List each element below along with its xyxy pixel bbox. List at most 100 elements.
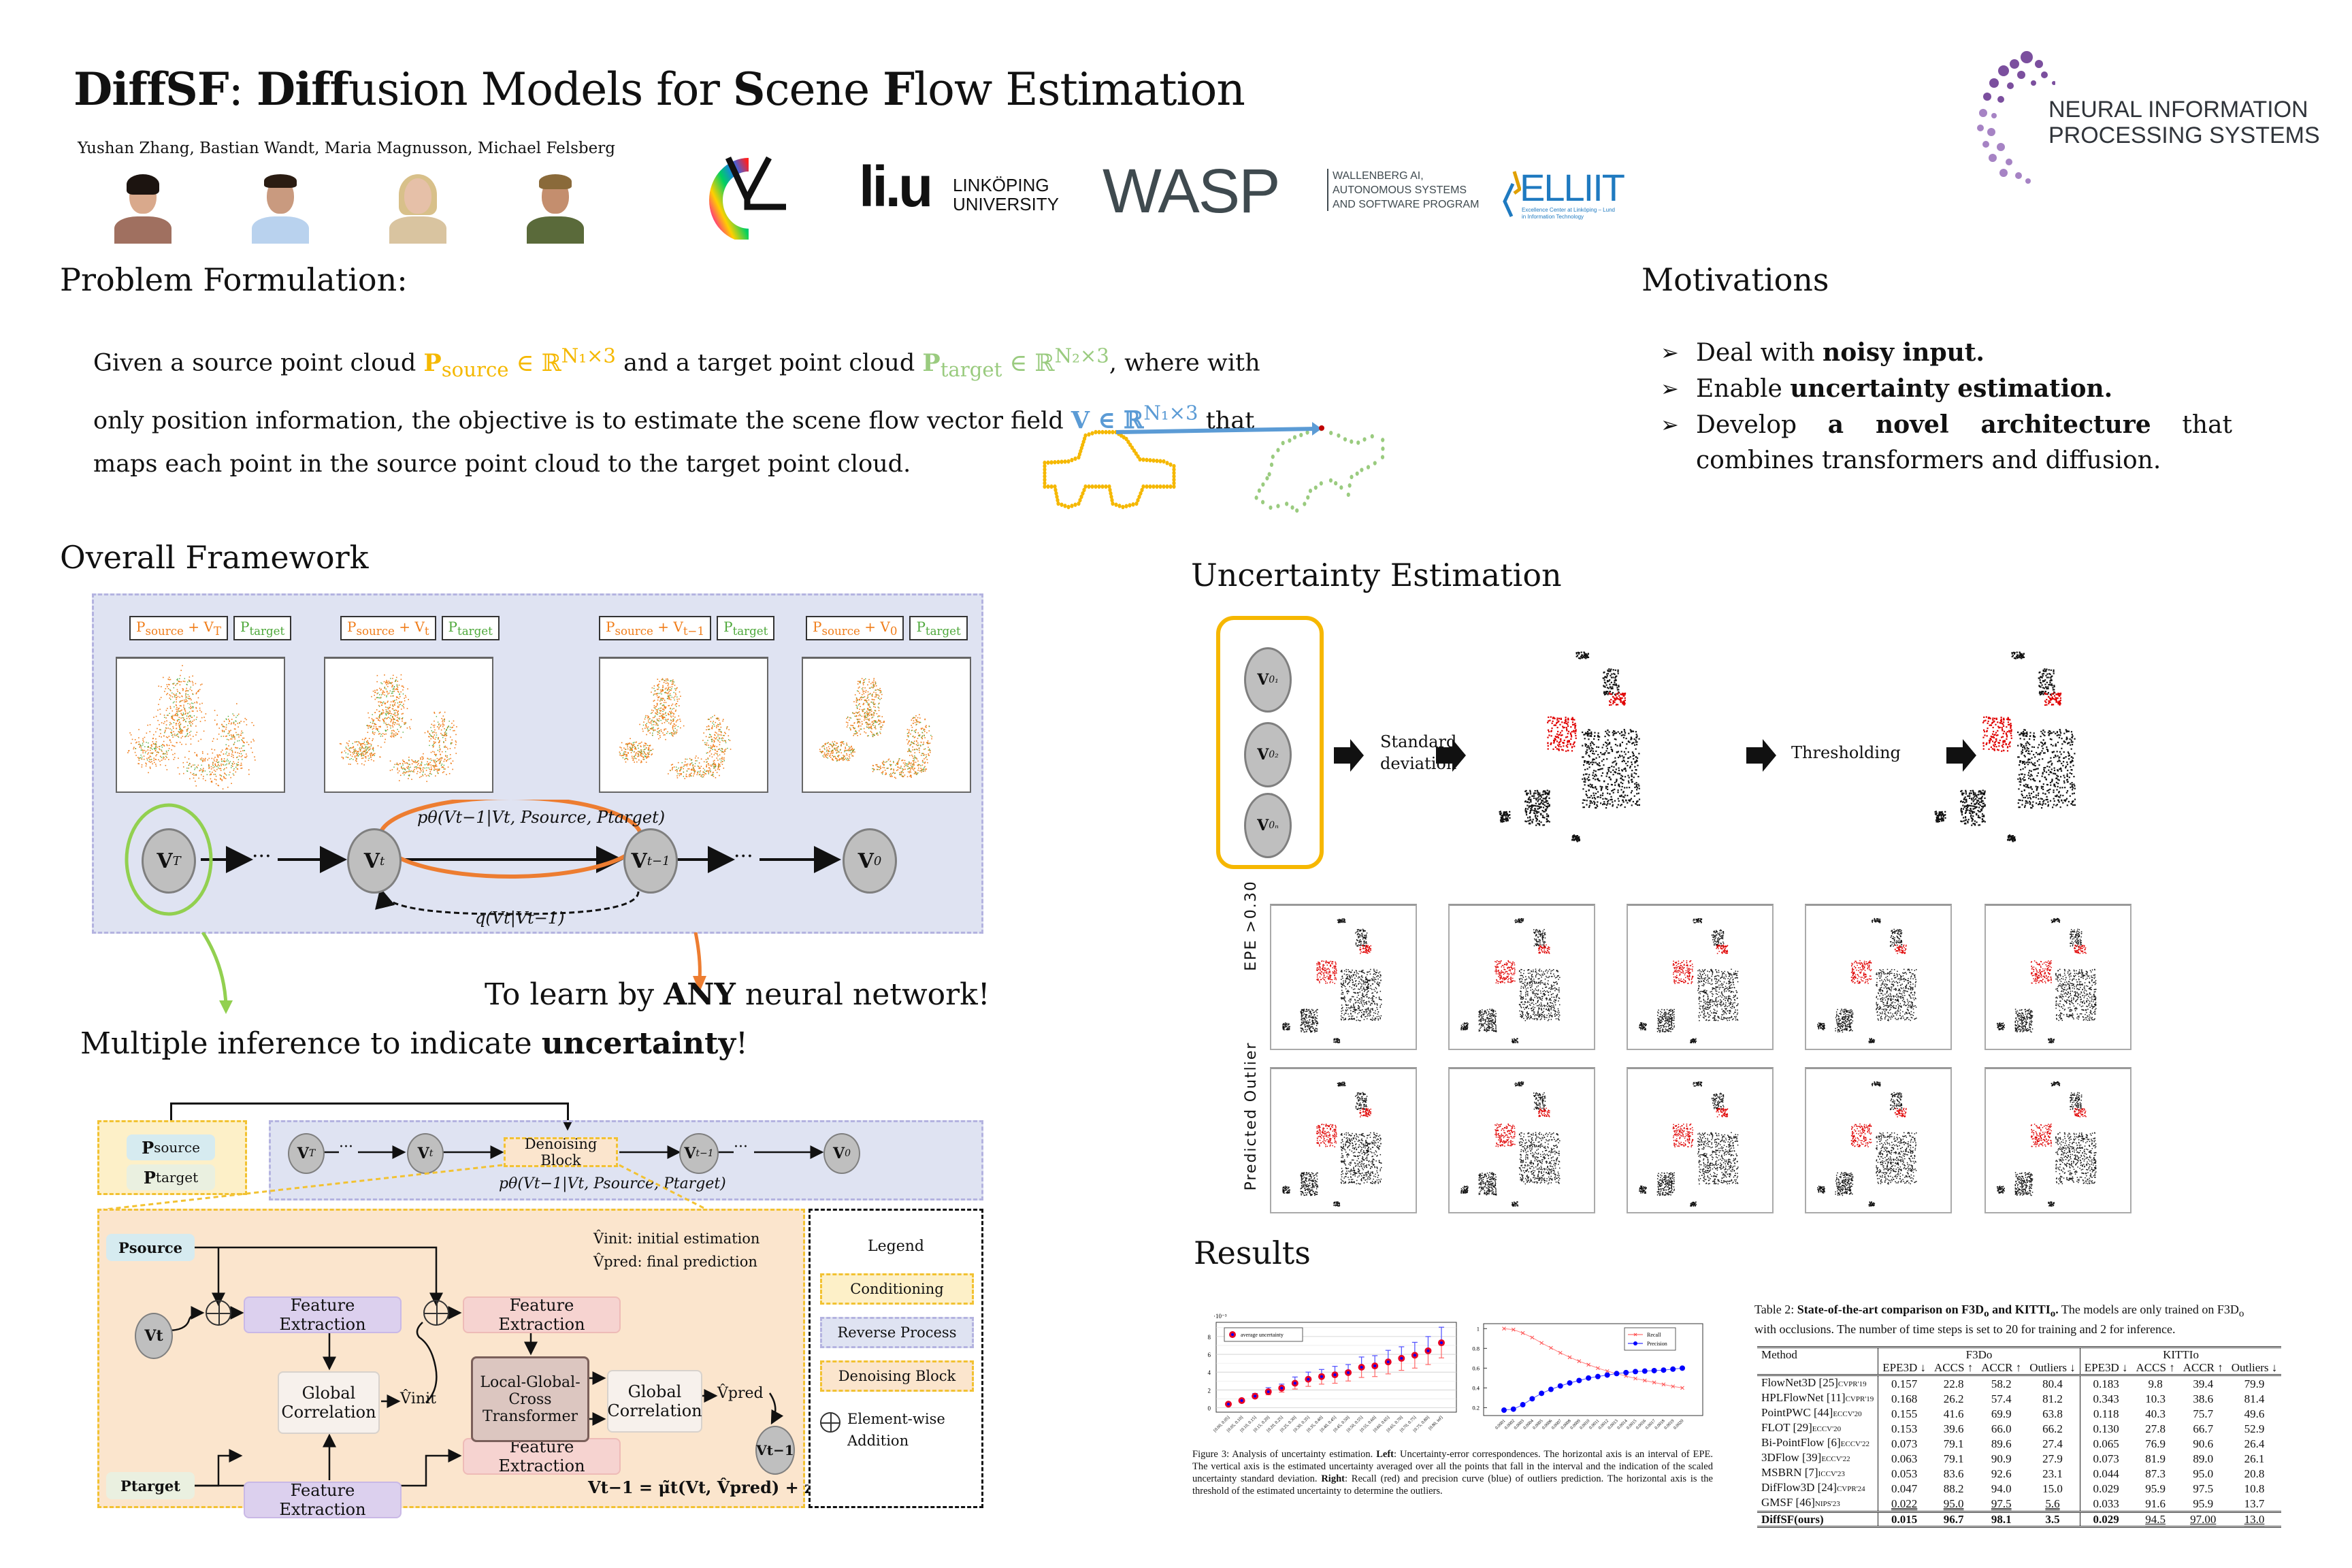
source-point — [1140, 487, 1144, 493]
target-point — [1328, 478, 1333, 483]
source-point — [834, 757, 836, 760]
point — [1620, 732, 1622, 734]
source-point — [397, 717, 399, 719]
source-point — [246, 755, 248, 757]
target-point — [400, 725, 402, 728]
source-point — [662, 686, 664, 688]
source-point — [180, 674, 181, 676]
source-point — [913, 740, 915, 742]
target-point — [1366, 465, 1371, 470]
point — [1545, 805, 1548, 808]
source-point — [719, 737, 720, 738]
outlier-point — [1557, 736, 1559, 738]
source-point — [1079, 494, 1083, 500]
source-point — [374, 723, 376, 725]
source-point — [199, 689, 201, 691]
point — [1613, 672, 1615, 674]
source-point — [719, 741, 721, 743]
target-point — [370, 721, 372, 723]
point — [1630, 731, 1632, 733]
target-point — [365, 752, 368, 753]
point — [1627, 757, 1629, 760]
source-point — [672, 681, 674, 683]
source-point — [855, 733, 857, 735]
source-point — [350, 754, 351, 756]
source-point — [197, 690, 199, 692]
source-point — [451, 742, 453, 744]
source-point — [339, 742, 341, 745]
source-point — [858, 730, 860, 732]
source-point — [366, 751, 368, 753]
target-point — [1269, 505, 1273, 510]
point — [1634, 762, 1636, 764]
source-point — [928, 749, 930, 751]
source-point — [850, 724, 852, 726]
point — [1628, 777, 1630, 779]
source-point — [919, 734, 921, 736]
source-point — [873, 678, 875, 679]
target-point — [911, 741, 912, 742]
point — [1593, 743, 1595, 746]
target-point — [1337, 433, 1341, 438]
source-point — [1169, 484, 1173, 489]
source-point — [678, 715, 680, 717]
target-point — [652, 734, 653, 736]
source-point — [231, 755, 233, 757]
source-point — [710, 727, 713, 729]
target-point — [921, 732, 923, 733]
outlier-point — [1616, 704, 1618, 706]
source-point — [857, 734, 859, 736]
source-point — [192, 773, 193, 775]
source-point — [364, 760, 366, 762]
source-point — [362, 757, 364, 759]
target-point — [1360, 468, 1364, 472]
source-point — [649, 730, 650, 731]
point — [1619, 732, 1621, 734]
source-point — [928, 747, 929, 748]
source-point — [393, 733, 395, 735]
target-point — [226, 751, 227, 753]
source-point — [174, 733, 176, 735]
source-point — [395, 696, 397, 698]
point — [1592, 762, 1595, 764]
source-point — [672, 719, 674, 721]
variable-definitions: V̂init: initial estimation V̂pred: final… — [593, 1227, 760, 1273]
source-point — [1094, 429, 1098, 435]
source-point — [929, 751, 931, 753]
source-point — [655, 713, 657, 715]
source-point — [245, 757, 247, 758]
source-point — [1145, 484, 1149, 489]
source-point — [914, 768, 915, 769]
source-point — [862, 689, 864, 691]
source-point — [859, 699, 861, 701]
source-point — [240, 756, 242, 757]
source-point — [657, 685, 658, 686]
source-point — [397, 689, 398, 690]
target-point — [1313, 485, 1318, 490]
source-point — [445, 735, 447, 737]
point — [1593, 794, 1595, 796]
point — [1584, 734, 1586, 736]
source-point — [916, 748, 917, 750]
source-point — [647, 719, 649, 721]
point — [1593, 758, 1595, 760]
add-icon — [206, 1300, 231, 1326]
point — [1618, 767, 1620, 769]
source-point — [404, 698, 406, 699]
point — [1597, 746, 1600, 749]
source-point — [729, 740, 731, 741]
vpred-definition: V̂pred: final prediction — [593, 1254, 757, 1270]
source-point — [355, 741, 357, 742]
source-point — [202, 768, 204, 769]
source-point — [821, 746, 823, 748]
source-point — [155, 746, 157, 748]
source-point — [875, 696, 877, 698]
source-point — [172, 725, 174, 728]
outlier-point — [1575, 734, 1577, 737]
source-point — [1043, 474, 1047, 479]
source-point — [359, 748, 360, 750]
source-point — [921, 768, 924, 770]
source-point — [176, 715, 177, 717]
source-point — [378, 704, 380, 706]
